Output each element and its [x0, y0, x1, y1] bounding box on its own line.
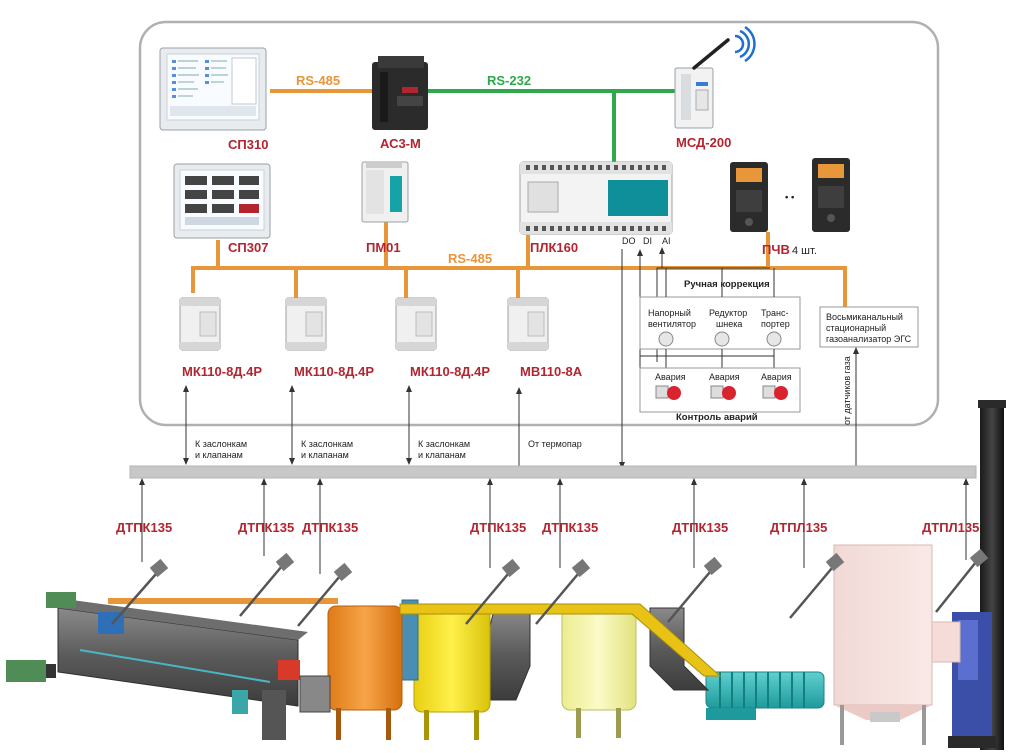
pchv-drive-1 — [730, 162, 768, 232]
alarm-button-3-icon — [762, 385, 788, 400]
sensor-label-5: ДТПК135 — [542, 520, 598, 535]
thermocouple-6-icon — [667, 556, 723, 623]
rotary-kiln — [46, 592, 331, 740]
kiln-exhaust-pipe — [108, 598, 338, 604]
mv110-module — [507, 297, 549, 351]
thermocouple-5-icon — [535, 558, 591, 625]
field-bus-bar — [129, 465, 977, 479]
overhead-duct — [399, 603, 722, 677]
pm01-module — [361, 161, 409, 223]
rs485-mid-label: RS-485 — [448, 251, 492, 266]
transporter-label-2: портер — [761, 319, 790, 329]
light-yellow-tower — [561, 603, 637, 738]
manual-title: Ручная коррекция — [684, 279, 770, 290]
gas-line-3: газоанализатор ЭГС — [826, 334, 912, 344]
fan-label-2: вентилятор — [648, 319, 696, 329]
ac3m-converter — [372, 56, 428, 130]
link1-line2: и клапанам — [195, 450, 243, 460]
yellow-tower — [413, 605, 491, 740]
mk1-label: МК110-8Д.4Р — [182, 364, 262, 379]
mk110-module-1 — [179, 297, 221, 351]
mk110-module-2 — [285, 297, 327, 351]
thermocouple-7-icon — [789, 552, 845, 619]
sp310-panel — [159, 47, 267, 131]
msd200-device — [674, 38, 730, 129]
pchv-drive-2 — [812, 158, 850, 232]
ac3m-label: АС3-М — [380, 136, 421, 151]
thermocouple-4-icon — [465, 558, 521, 625]
wifi-icon — [734, 25, 756, 63]
transporter-label-1: Транс- — [761, 308, 788, 318]
thermocouple-8-icon — [935, 548, 989, 613]
ai-label: AI — [662, 236, 671, 246]
alarm-label-2: Авария — [709, 372, 740, 382]
fan-label-1: Напорный — [648, 308, 691, 318]
thermo-label: От термопар — [528, 439, 582, 449]
plk160-controller — [519, 161, 673, 235]
link1-line1: К заслонкам — [195, 439, 247, 449]
sensor-label-2: ДТПК135 — [238, 520, 294, 535]
link2-line2: и клапанам — [301, 450, 349, 460]
filter-chamber — [833, 544, 933, 745]
pchv-count: 4 шт. — [792, 245, 817, 257]
rs485-top-label: RS-485 — [296, 73, 340, 88]
sp307-label: СП307 — [228, 240, 268, 255]
thermocouple-3-icon — [297, 562, 353, 627]
mk2-label: МК110-8Д.4Р — [294, 364, 374, 379]
pchv-label: ПЧВ — [762, 242, 790, 257]
sensor-label-4: ДТПК135 — [470, 520, 526, 535]
alarm-label-3: Авария — [761, 372, 792, 382]
msd200-label: МСД-200 — [676, 135, 731, 150]
sensor-label-3: ДТПК135 — [302, 520, 358, 535]
mk110-module-3 — [395, 297, 437, 351]
mv-label: МВ110-8А — [520, 364, 583, 379]
sensor-label-8: ДТПЛ135 — [922, 520, 979, 535]
link3-line2: и клапанам — [418, 450, 466, 460]
reducer-label-1: Редуктор — [709, 308, 747, 318]
pchv-dots: • • — [785, 192, 795, 203]
reducer-label-2: шнека — [716, 319, 742, 329]
sp310-label: СП310 — [228, 137, 268, 152]
fan-inlet-pipe — [931, 621, 961, 663]
mk3-label: МК110-8Д.4Р — [410, 364, 490, 379]
rs232-label: RS-232 — [487, 73, 531, 88]
reducer-knob-icon — [714, 331, 730, 347]
gas-line-1: Восьмиканальный — [826, 312, 903, 322]
sensor-label-6: ДТПК135 — [672, 520, 728, 535]
gas-sensors-label: от датчиков газа — [842, 356, 852, 425]
di-label: DI — [643, 236, 652, 246]
sensor-label-7: ДТПЛ135 — [770, 520, 827, 535]
drive-motor — [6, 660, 56, 682]
plk160-label: ПЛК160 — [530, 240, 578, 255]
sp307-panel — [173, 163, 271, 239]
alarm-label-1: Авария — [655, 372, 686, 382]
do-label: DO — [622, 236, 636, 246]
thermocouple-2-icon — [239, 552, 295, 617]
alarm-button-1-icon — [655, 385, 681, 400]
fan-knob-icon — [658, 331, 674, 347]
pm01-label: ПМ01 — [366, 240, 401, 255]
gas-line-2: стационарный — [826, 323, 886, 333]
orange-tower — [327, 605, 403, 740]
link2-line1: К заслонкам — [301, 439, 353, 449]
transporter-knob-icon — [766, 331, 782, 347]
alarm-title: Контроль аварий — [676, 412, 758, 423]
alarm-button-2-icon — [710, 385, 736, 400]
heat-exchanger — [705, 671, 825, 720]
thermocouple-1-icon — [111, 558, 169, 625]
gas-analyzer-box — [819, 306, 919, 348]
sensor-label-1: ДТПК135 — [116, 520, 172, 535]
link3-line1: К заслонкам — [418, 439, 470, 449]
